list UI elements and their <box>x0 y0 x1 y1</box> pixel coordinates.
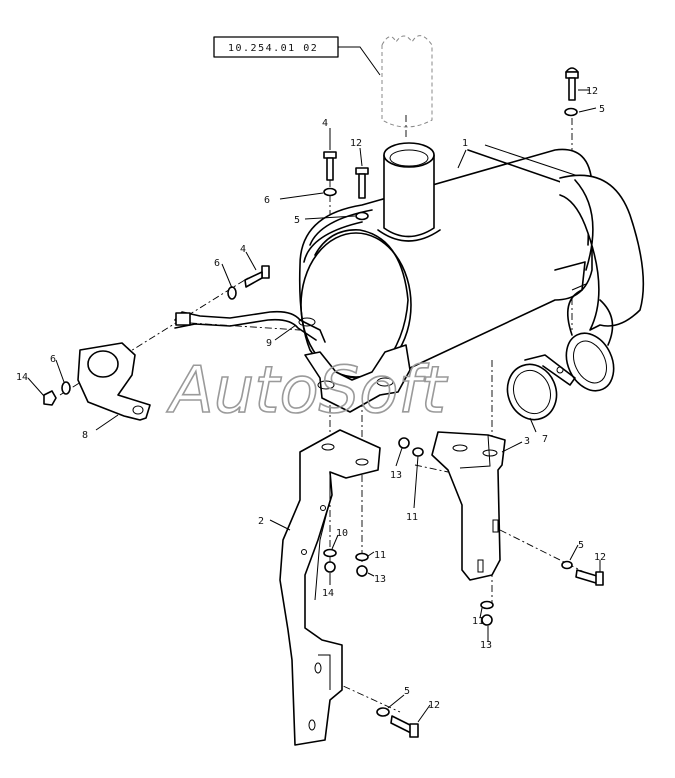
washer-5-top[interactable] <box>564 107 578 117</box>
callout-12-mid[interactable]: 12 <box>350 138 362 149</box>
right-bracket[interactable] <box>431 431 506 581</box>
bolts <box>244 67 604 738</box>
pipe-clamp[interactable] <box>500 354 576 427</box>
callout-5-right[interactable]: 5 <box>578 540 584 551</box>
callout-numbers: 1 2 3 4 4 5 5 5 5 6 6 6 7 8 9 10 11 11 1… <box>16 86 606 711</box>
washer-5-mid[interactable] <box>355 211 369 221</box>
support-rod[interactable] <box>174 310 326 343</box>
callout-7[interactable]: 7 <box>542 434 548 445</box>
bolt-12-right[interactable] <box>575 569 604 586</box>
callout-4-top[interactable]: 4 <box>322 118 328 129</box>
washer-5-bottom[interactable] <box>376 707 390 717</box>
bolt-12-top-right[interactable] <box>565 67 579 101</box>
callout-5-bottom[interactable]: 5 <box>404 686 410 697</box>
callout-5-top-right[interactable]: 5 <box>599 104 605 115</box>
callout-13-bottom[interactable]: 13 <box>480 640 492 651</box>
callout-3[interactable]: 3 <box>524 436 530 447</box>
callout-11-mid[interactable]: 11 <box>406 512 418 523</box>
washer-6-left[interactable] <box>227 286 237 300</box>
bolt-12-mid[interactable] <box>355 167 369 199</box>
outlet-pipe[interactable] <box>377 142 441 242</box>
muffler-body[interactable] <box>298 144 593 379</box>
nut-13-mid[interactable] <box>398 437 410 449</box>
callout-6-top[interactable]: 6 <box>264 195 270 206</box>
nut-14-left[interactable] <box>43 390 57 406</box>
washer-11-lower[interactable] <box>355 552 369 562</box>
callout-12-bottom[interactable]: 12 <box>428 700 440 711</box>
callout-4-left[interactable]: 4 <box>240 244 246 255</box>
reference-label: 10.254.01 02 <box>228 43 318 54</box>
callout-11-bottom[interactable]: 11 <box>472 616 484 627</box>
washer-11-bottom[interactable] <box>480 600 494 610</box>
washers-and-nuts <box>43 107 578 717</box>
callout-6-left[interactable]: 6 <box>214 258 220 269</box>
washer-6-far-left[interactable] <box>61 381 71 395</box>
long-bracket[interactable] <box>279 429 381 746</box>
bolt-4-left[interactable] <box>244 265 270 288</box>
flange-bracket[interactable] <box>77 342 151 421</box>
reference-box[interactable]: 10.254.01 02 <box>213 36 381 76</box>
mounting-saddle[interactable] <box>304 344 411 413</box>
callout-2[interactable]: 2 <box>258 516 264 527</box>
watermark: AutoSoft <box>166 354 449 428</box>
callout-14-left[interactable]: 14 <box>16 372 28 383</box>
callout-5-mid[interactable]: 5 <box>294 215 300 226</box>
nut-13-bottom[interactable] <box>481 614 493 626</box>
ghost-tailpipe <box>381 35 433 128</box>
callout-12-top-right[interactable]: 12 <box>586 86 598 97</box>
callout-6-far-left[interactable]: 6 <box>50 354 56 365</box>
nut-13-lower[interactable] <box>356 565 368 577</box>
callout-8[interactable]: 8 <box>82 430 88 441</box>
callout-11-lower[interactable]: 11 <box>374 550 386 561</box>
washer-5-right[interactable] <box>561 560 573 570</box>
bolt-4-top[interactable] <box>323 151 337 181</box>
washer-6-top[interactable] <box>323 187 337 197</box>
callout-14-lower[interactable]: 14 <box>322 588 334 599</box>
callout-12-right[interactable]: 12 <box>594 552 606 563</box>
washer-10[interactable] <box>323 548 337 558</box>
callout-13-lower[interactable]: 13 <box>374 574 386 585</box>
inlet-elbow[interactable] <box>557 174 645 398</box>
callout-1[interactable]: 1 <box>462 138 468 149</box>
leader-lines <box>27 89 601 723</box>
nut-14-lower[interactable] <box>324 561 336 573</box>
bolt-12-bottom[interactable] <box>390 715 419 738</box>
callout-10[interactable]: 10 <box>336 528 348 539</box>
callout-9[interactable]: 9 <box>266 338 272 349</box>
callout-13-mid[interactable]: 13 <box>390 470 402 481</box>
washer-11-mid[interactable] <box>412 447 424 457</box>
